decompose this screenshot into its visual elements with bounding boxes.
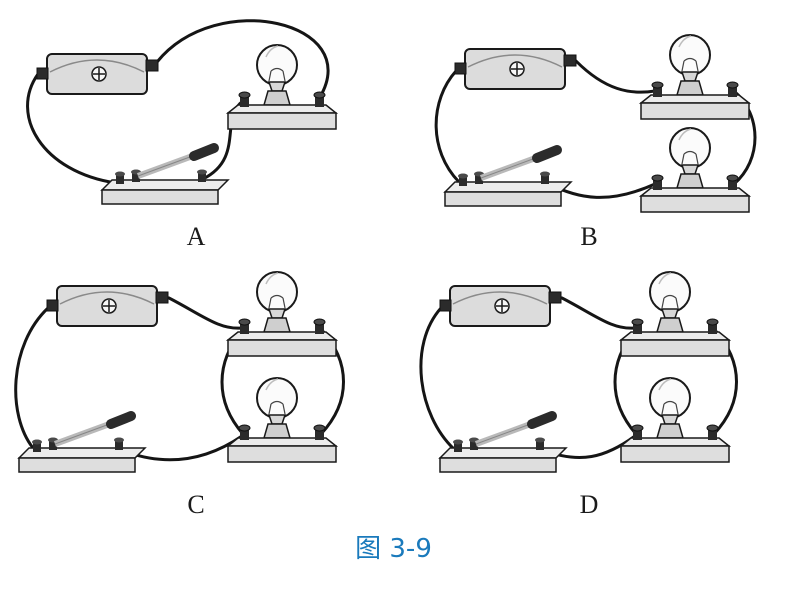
bulb-1 bbox=[639, 34, 750, 120]
figure-caption: 图 3-9 bbox=[355, 534, 432, 564]
circuit-panel-b: B bbox=[393, 0, 786, 250]
panel-label-d: D bbox=[579, 490, 600, 519]
circuit-diagram-d bbox=[418, 271, 738, 490]
bottom-row: C D bbox=[0, 250, 787, 518]
circuit-diagram-a bbox=[25, 19, 337, 222]
battery bbox=[438, 285, 562, 327]
bulb bbox=[226, 44, 337, 130]
bulb-2 bbox=[619, 377, 730, 463]
battery bbox=[453, 48, 577, 90]
panel-label-c: C bbox=[187, 490, 206, 519]
bulb-1 bbox=[226, 271, 337, 357]
panel-label-b: B bbox=[580, 222, 599, 251]
circuit-panel-c: C bbox=[0, 250, 393, 518]
bulb-2 bbox=[226, 377, 337, 463]
circuit-panel-d: D bbox=[393, 250, 786, 518]
bulb-2 bbox=[639, 127, 750, 213]
circuit-diagram-c bbox=[7, 271, 345, 490]
bulb-1 bbox=[619, 271, 730, 357]
top-row: A B bbox=[0, 0, 787, 250]
battery bbox=[35, 53, 159, 95]
switch bbox=[445, 150, 571, 206]
switch bbox=[19, 416, 145, 472]
circuit-diagram-b bbox=[434, 34, 756, 213]
circuit-panel-a: A bbox=[0, 0, 393, 250]
battery bbox=[45, 285, 169, 327]
panel-label-a: A bbox=[186, 222, 207, 251]
switch bbox=[440, 416, 566, 472]
